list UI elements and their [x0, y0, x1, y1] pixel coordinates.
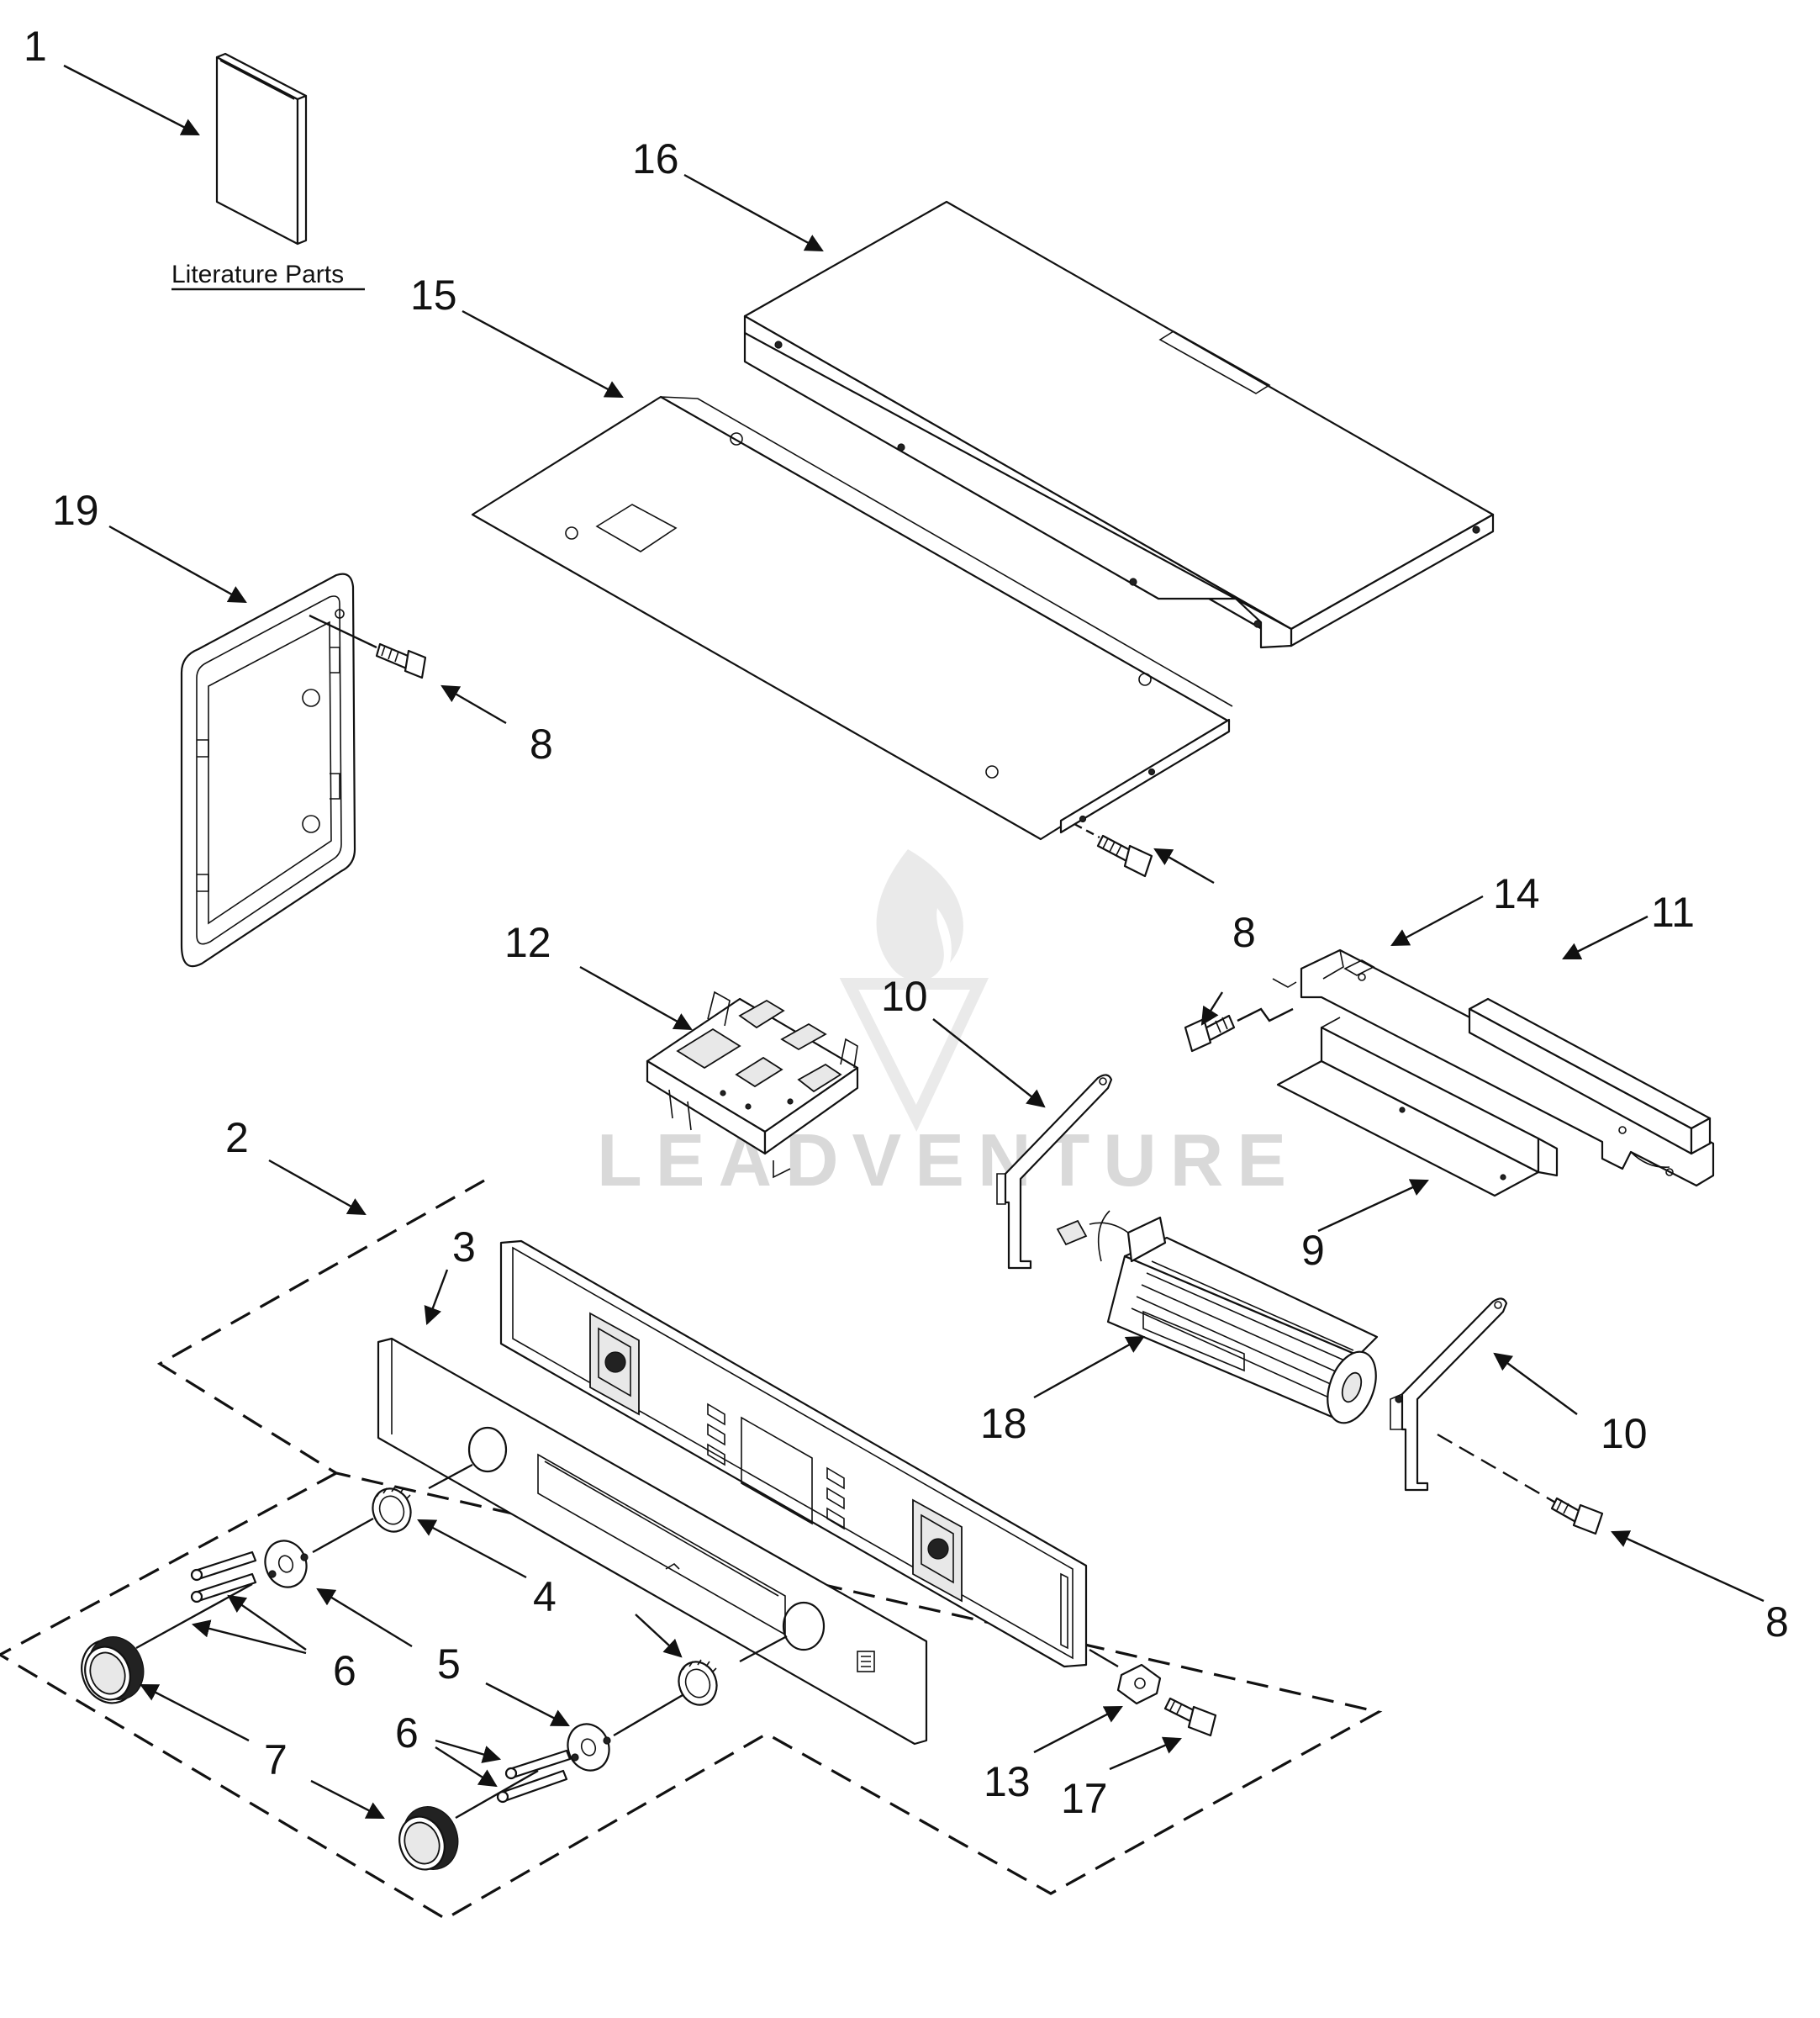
tangential-fan[interactable]: [1056, 1210, 1385, 1429]
callout-1: 1: [24, 23, 47, 70]
callout-7: 7: [264, 1736, 288, 1783]
pin-6-upper-a[interactable]: [190, 1550, 257, 1582]
watermark-logo: [839, 849, 989, 1133]
bracket-10-right[interactable]: [1390, 1297, 1508, 1492]
bracket-10-left[interactable]: [996, 1074, 1113, 1270]
callout-8-panel: 8: [1232, 909, 1256, 956]
knob-ring-4-upper[interactable]: [367, 1483, 416, 1537]
callout-3: 3: [452, 1223, 476, 1270]
clip-13[interactable]: [1116, 1663, 1162, 1705]
callout-9: 9: [1301, 1227, 1325, 1274]
callout-15: 15: [410, 272, 457, 319]
control-board[interactable]: [646, 991, 859, 1179]
callout-10-right: 10: [1601, 1410, 1648, 1457]
callout-10-left: 10: [881, 973, 928, 1020]
control-panel-front[interactable]: [377, 1337, 928, 1746]
knob-shaft-5-lower[interactable]: [562, 1718, 615, 1776]
screw-8-panel[interactable]: [1096, 834, 1153, 878]
top-cover[interactable]: [743, 200, 1495, 649]
watermark-text: LEADVENTURE: [597, 1118, 1300, 1202]
callout-4: 4: [533, 1573, 557, 1620]
callout-labels: 1 16 15 19 8 8 14 11 12 10 9 18 10 8 2 3…: [24, 23, 1789, 1822]
screw-8-right[interactable]: [1550, 1497, 1604, 1535]
pin-6-lower-a[interactable]: [504, 1749, 572, 1780]
callout-8-frame: 8: [530, 721, 553, 768]
screw-17[interactable]: [1163, 1697, 1217, 1737]
screw-8-frame[interactable]: [375, 642, 427, 679]
control-panel-back[interactable]: [499, 1239, 1088, 1668]
top-panel[interactable]: [471, 395, 1233, 841]
callout-6-lower: 6: [395, 1709, 419, 1757]
knob-shaft-5-upper[interactable]: [259, 1535, 313, 1593]
callout-18: 18: [980, 1400, 1027, 1447]
callout-6-upper: 6: [333, 1647, 356, 1694]
pin-6-lower-b[interactable]: [496, 1769, 568, 1804]
assembly-2-outline: [0, 1179, 1383, 1920]
literature-book[interactable]: [215, 52, 308, 246]
knob-ring-4-lower[interactable]: [673, 1656, 722, 1710]
callout-8-right: 8: [1765, 1598, 1789, 1646]
callout-16: 16: [632, 135, 679, 182]
screw-8-bracket[interactable]: [1184, 1014, 1236, 1053]
callout-2: 2: [225, 1114, 249, 1161]
callout-11: 11: [1651, 889, 1695, 936]
leader-arrows: [63, 64, 1765, 1820]
insulation-strip[interactable]: [1468, 997, 1712, 1155]
access-frame[interactable]: [180, 573, 356, 968]
callout-13: 13: [984, 1758, 1031, 1805]
callout-12: 12: [504, 919, 551, 966]
callout-5: 5: [437, 1640, 461, 1688]
literature-parts-label: Literature Parts: [171, 261, 344, 288]
air-deflector[interactable]: [1276, 1017, 1559, 1197]
callout-17: 17: [1061, 1775, 1108, 1822]
pin-6-upper-b[interactable]: [190, 1572, 257, 1603]
knob-7-lower[interactable]: [393, 1799, 467, 1877]
callout-19: 19: [52, 487, 99, 534]
knob-7-upper[interactable]: [73, 1629, 152, 1710]
callout-14: 14: [1493, 870, 1540, 917]
